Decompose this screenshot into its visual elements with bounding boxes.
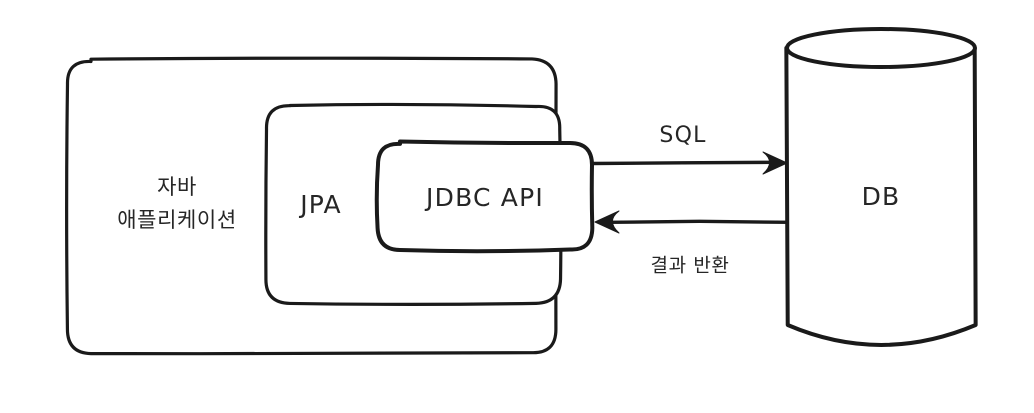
database-cylinder[interactable]: DB xyxy=(784,27,978,347)
result-return-arrow-head-icon xyxy=(594,210,620,234)
jdbc-api-label: JDBC API xyxy=(424,183,544,212)
sql-arrow-line xyxy=(591,160,774,166)
database-label: DB xyxy=(862,182,901,211)
result-return-arrow-label: 결과 반환 xyxy=(651,255,730,277)
jdbc-api-box[interactable]: JDBC API xyxy=(374,139,595,254)
jpa-label: JPA xyxy=(298,190,342,219)
sql-arrow-label: SQL xyxy=(659,123,706,148)
result-return-arrow[interactable]: 결과 반환 xyxy=(594,210,791,277)
jdbc-api-box-outline xyxy=(374,139,595,254)
result-return-arrow-line xyxy=(608,219,791,225)
sql-arrow[interactable]: SQL xyxy=(591,123,788,175)
database-cylinder-top xyxy=(785,27,977,69)
java-application-label-line2: 애플리케이션 xyxy=(117,208,237,232)
sql-arrow-head-icon xyxy=(762,151,788,175)
java-application-label-line1: 자바 xyxy=(157,175,197,199)
